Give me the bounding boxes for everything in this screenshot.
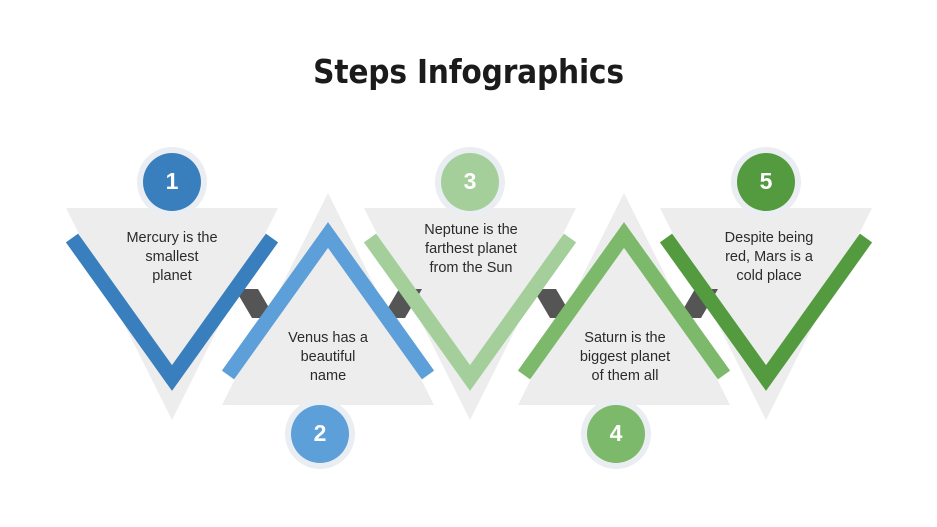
step-circle-1[interactable]	[143, 153, 201, 211]
chevron-step-2	[221, 222, 435, 380]
step-triangle-4	[518, 193, 730, 405]
step-circle-2[interactable]	[291, 405, 349, 463]
step-circle-4[interactable]	[587, 405, 645, 463]
page-title: Steps Infographics	[313, 52, 624, 91]
step-triangle-3	[364, 208, 576, 420]
step-circle-5[interactable]	[737, 153, 795, 211]
circle-layer	[137, 147, 801, 469]
chevron-step-1	[65, 233, 279, 391]
chevron-step-4	[517, 222, 731, 380]
step-triangle-2	[222, 193, 434, 405]
step-triangle-1	[66, 208, 278, 420]
step-circle-3[interactable]	[441, 153, 499, 211]
chevron-layer	[65, 222, 873, 391]
triangle-layer	[66, 193, 872, 420]
chevron-step-3	[363, 233, 577, 391]
chevron-step-5	[659, 233, 873, 391]
step-triangle-5	[660, 208, 872, 420]
